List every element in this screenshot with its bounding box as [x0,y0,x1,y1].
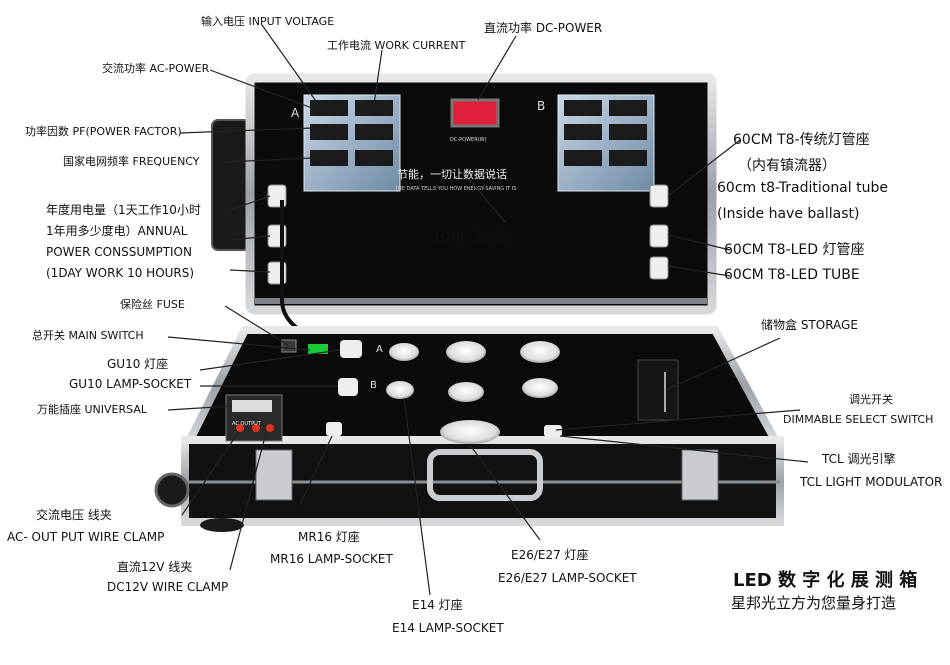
footer-title: LED 数 字 化 展 测 箱 [733,570,918,591]
label-mr16-en: MR16 LAMP-SOCKET [270,552,393,566]
latch-left [255,449,293,501]
case-text-row-a: A [376,344,383,355]
label-frequency: 国家电网频率 FREQUENCY [63,155,200,168]
label-dc-clamp-en: DC12V WIRE CLAMP [107,580,229,594]
label-annual-4: (1DAY WORK 10 HOURS) [46,266,195,280]
label-t8-trad-1: 60CM T8-传统灯管座 [733,132,870,148]
label-e14-cn: E14 灯座 [412,598,463,612]
universal-socket [232,400,272,412]
label-t8-trad-3: 60cm t8-Traditional tube [717,180,888,196]
case-text-panel-a: A [291,106,300,120]
fuse [281,339,297,353]
label-e26-en: E26/E27 LAMP-SOCKET [498,571,637,585]
footer-subtitle: 星邦光立方为您量身打造 [731,594,897,612]
label-gu10-en: GU10 LAMP-SOCKET [69,377,192,391]
label-t8-led-cn: 60CM T8-LED 灯管座 [724,242,865,258]
t8-sockets-right [649,184,669,280]
storage-box [637,359,679,421]
case-text-slogan-cn: 节能，一切让数据说话 [397,167,507,181]
label-annual-1: 年度用电量（1天工作10小时 [46,203,201,217]
label-power-factor: 功率因数 PF(POWER FACTOR) [25,125,182,138]
label-logo-area: LOGO 显示区 [435,230,510,244]
label-fuse: 保险丝 FUSE [120,298,185,311]
meter-panel-a [303,94,401,192]
label-annual-2: 1年用多少度电）ANNUAL [46,224,188,238]
case-text-dc-power-panel: DC-POWER(W) [450,137,487,143]
dc-power-display [450,98,500,128]
label-ac-clamp-cn: 交流电压 线夹 [36,508,112,522]
label-t8-led-en: 60CM T8-LED TUBE [724,267,860,283]
label-e26-cn: E26/E27 灯座 [511,548,589,562]
case-text-ac-output: AC OUTPUT [232,421,262,427]
case-text-row-b: B [370,380,377,391]
front-handle [427,449,543,501]
main-switch [308,344,328,354]
label-e14-en: E14 LAMP-SOCKET [392,621,504,635]
label-tcl-cn: TCL 调光引擎 [822,452,896,466]
label-universal: 万能插座 UNIVERSAL [37,403,147,416]
side-handle [211,119,251,251]
label-dimmable-cn: 调光开关 [849,393,893,406]
label-dimmable-en: DIMMABLE SELECT SWITCH [783,413,934,426]
label-gu10-cn: GU10 灯座 [107,357,169,371]
label-ac-clamp-en: AC- OUT PUT WIRE CLAMP [7,530,165,544]
label-work-current: 工作电流 WORK CURRENT [327,39,466,52]
label-mr16-cn: MR16 灯座 [298,530,360,544]
label-t8-trad-4: (Inside have ballast) [717,206,860,222]
label-ac-power: 交流功率 AC-POWER [102,62,210,75]
wheel-left [154,472,190,508]
label-tcl-en: TCL LIGHT MODULATOR [800,475,943,489]
case-text-panel-b: B [537,99,545,113]
label-main-switch: 总开关 MAIN SWITCH [32,329,144,342]
case-text-slogan-en: THE DATA TELLS YOU HOW ENERGY-SAVING IT … [394,186,516,192]
label-input-voltage: 输入电压 INPUT VOLTAGE [201,15,335,28]
meter-panel-b [557,94,655,192]
latch-right [681,449,719,501]
label-dc-power: 直流功率 DC-POWER [484,21,603,35]
label-annual-3: POWER CONSSUMPTION [46,245,192,259]
label-storage: 储物盒 STORAGE [761,318,858,332]
label-t8-trad-2: （内有镇流器） [738,158,836,174]
lamp-sockets [326,340,562,444]
label-dc-clamp-cn: 直流12V 线夹 [117,560,193,574]
